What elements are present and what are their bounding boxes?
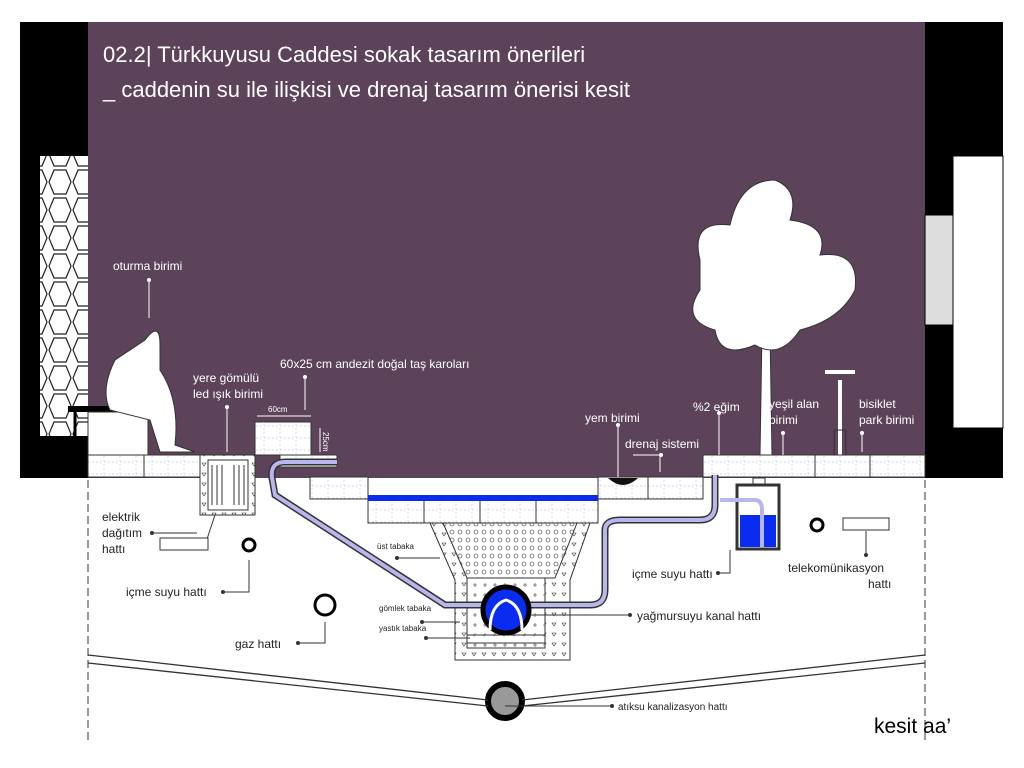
led-light-unit [159,454,256,551]
label-jacket-layer: gömlek tabaka [379,604,432,613]
label-green-2: birimi [769,413,798,427]
water-line-left [241,537,257,553]
label-feeding: yem birimi [585,411,640,425]
stormwater-pipe [480,584,532,636]
telecom-line [842,517,890,531]
label-electric-1: elektrik [102,510,141,524]
label-drainage: drenaj sistemi [625,437,699,451]
label-stormwater: yağmursuyu kanal hattı [637,609,761,623]
left-building [20,22,88,478]
label-bike-1: bisiklet [859,397,896,411]
label-water-right: içme suyu hattı [632,567,713,581]
bicycle [825,370,855,456]
right-building [924,22,1004,478]
label-bike-2: park birimi [859,413,914,427]
section-edges [87,480,926,740]
label-electric-2: dağıtım [102,526,142,540]
title-line-2: _ caddenin su ile ilişkisi ve drenaj tas… [102,77,630,102]
title-line-1: 02.2| Türkkuyusu Caddesi sokak tasarım ö… [103,42,585,67]
dimension-height: 25cm [321,432,330,452]
label-led-2: led ışık birimi [193,387,263,401]
water-layer [368,495,598,501]
section-caption: kesit aa’ [874,715,951,738]
tree [692,179,857,456]
paving-tiles [87,421,926,524]
label-led-1: yere gömülü [193,371,259,385]
gas-line [313,593,337,617]
leader-lines [147,278,864,477]
label-electric-3: hattı [102,542,125,556]
seating-unit [68,330,196,456]
label-slope: %2 eğim [693,400,740,414]
label-water-left: içme suyu hattı [126,585,207,599]
label-telecom-1: telekomünikasyon [788,561,884,575]
label-green-1: yeşil alan [769,397,819,411]
sewer-line [485,681,525,721]
feeding-unit [608,478,638,485]
ground-boundary [87,654,926,707]
label-seating: oturma birimi [113,259,182,273]
label-gas: gaz hattı [235,637,281,651]
water-line-right [809,517,825,533]
label-tiles: 60x25 cm andezit doğal taş karoları [280,357,469,371]
leader-lines-below [150,531,868,708]
seated-person [105,330,196,453]
label-telecom-2: hattı [868,577,891,591]
water-tank [720,477,781,551]
label-top-layer: üst tabaka [377,542,414,551]
dimension-width: 60cm [268,405,288,414]
label-bedding-layer: yastık tabaka [379,624,427,633]
label-sewer: atıksu kanalizasyon hattı [618,702,728,713]
